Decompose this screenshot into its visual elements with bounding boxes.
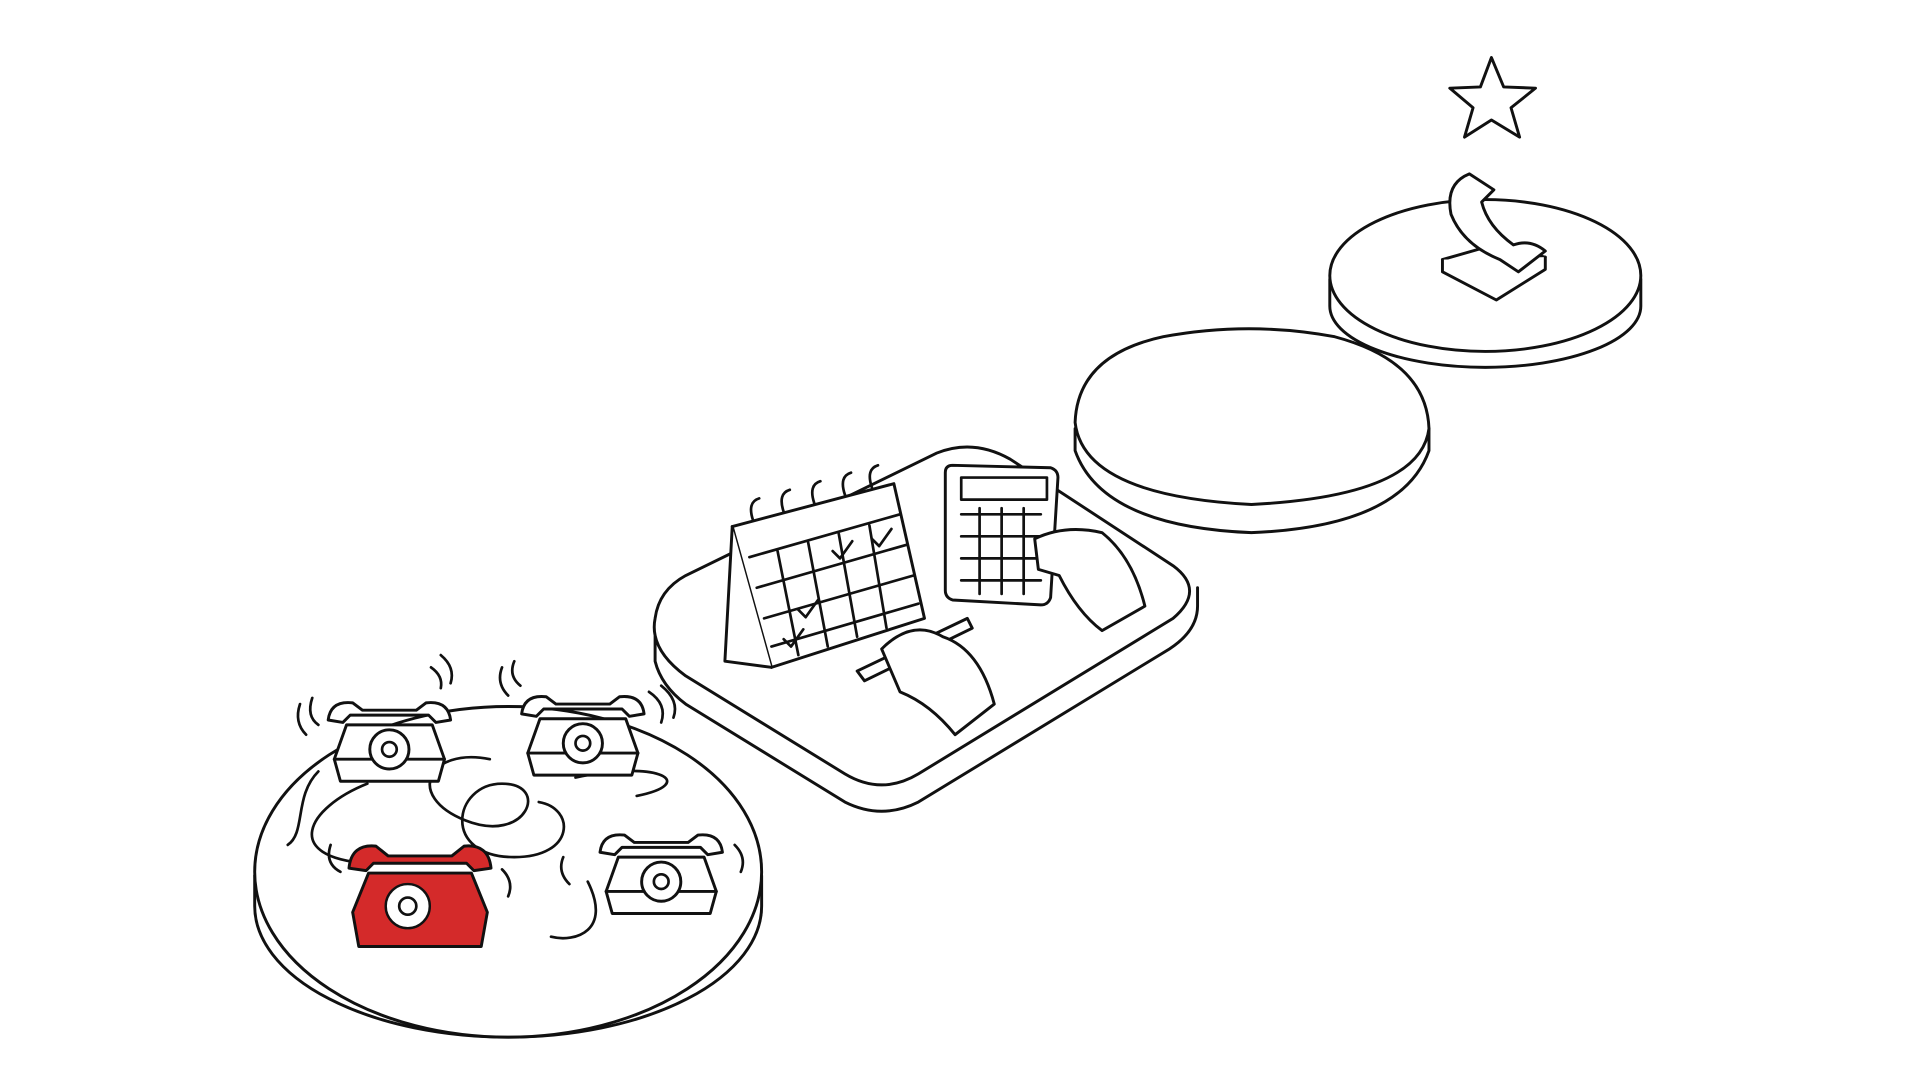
telephone-icon — [598, 833, 724, 915]
stage-chaos-platform — [253, 653, 764, 1039]
calendar-icon — [723, 463, 926, 669]
ringing-lines — [296, 653, 745, 898]
star-icon — [1448, 56, 1537, 139]
stage-empty-platform — [1073, 327, 1431, 535]
stage-goal-platform — [1328, 172, 1643, 369]
telephone-icon — [520, 694, 646, 777]
telephone-icon — [326, 701, 453, 783]
pencil-hand-icon — [855, 616, 996, 737]
calculator-icon — [943, 463, 1060, 607]
stage-planning-platform — [652, 445, 1200, 813]
red-telephone-icon — [347, 844, 493, 948]
hand-icon — [1033, 528, 1147, 633]
telephone-handset-icon — [1440, 172, 1547, 302]
tangled-cord — [286, 756, 669, 940]
